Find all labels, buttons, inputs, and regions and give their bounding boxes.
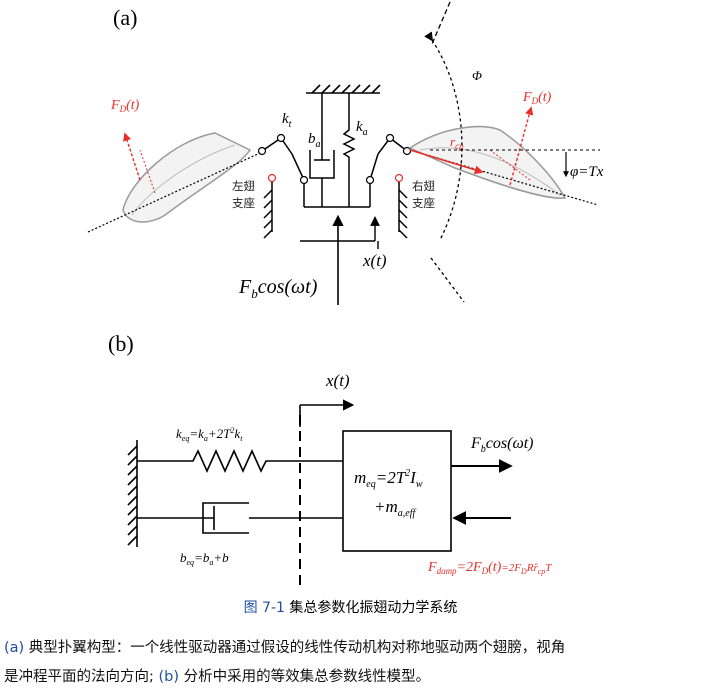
spring-ka bbox=[342, 93, 356, 207]
meq-label: meq=2T2Iw bbox=[354, 468, 423, 490]
fdamp-label: Fdamp=2FD(t)=2FDRr̂cpT bbox=[427, 560, 552, 576]
desc-b-text: 分析中采用的等效集总参数线性模型。 bbox=[179, 669, 431, 685]
xt-arrow-b bbox=[299, 399, 355, 427]
fd-right-label: FD(t) bbox=[522, 90, 552, 106]
caption-title: 集总参数化振翅动力学系统 bbox=[289, 600, 458, 616]
desc-a-text: 典型扑翼构型：一个线性驱动器通过假设的线性传动机构对称地驱动两个翅膀，视角 bbox=[24, 640, 566, 656]
wall bbox=[127, 440, 138, 547]
xt-label-b: x(t) bbox=[325, 371, 350, 390]
right-support-label: 右翅 支座 bbox=[412, 179, 439, 210]
ground-top bbox=[306, 84, 381, 94]
spring-keq bbox=[137, 449, 343, 473]
ma-label: +ma,eff bbox=[374, 497, 416, 519]
beq-label: beq=ba+b bbox=[180, 550, 229, 567]
ka-label: ka bbox=[356, 119, 368, 138]
xt-label-a: x(t) bbox=[362, 251, 387, 270]
force-label-a: Fbcos(ωt) bbox=[238, 276, 318, 301]
desc-b-label: (b) bbox=[158, 669, 180, 685]
panel-a: (a) ba ka bbox=[87, 1, 604, 305]
rcp-label: rcp bbox=[450, 134, 464, 151]
ba-label: ba bbox=[308, 131, 321, 150]
left-support-label: 左翅 支座 bbox=[232, 179, 259, 210]
right-support bbox=[398, 182, 408, 239]
panel-b-label: (b) bbox=[108, 331, 134, 356]
phi-eq-label: φ=Tx bbox=[570, 164, 604, 180]
panel-a-label: (a) bbox=[113, 5, 137, 30]
phi-label: Φ bbox=[472, 68, 482, 83]
fd-left-label: FD(t) bbox=[110, 98, 140, 114]
panel-b: (b) keq=ka+2T2kt beq=ba+b x(t) bbox=[108, 331, 552, 590]
mass-block bbox=[342, 430, 452, 552]
keq-label: keq=ka+2T2kt bbox=[176, 426, 243, 443]
figure-description: (a) 典型扑翼构型：一个线性驱动器通过假设的线性传动机构对称地驱动两个翅膀，视… bbox=[4, 634, 696, 692]
damper-beq bbox=[137, 502, 343, 534]
right-wing bbox=[408, 106, 600, 206]
force-label-b: Fbcos(ωt) bbox=[470, 435, 534, 455]
desc-line2-prefix: 是冲程平面的法向方向; bbox=[4, 669, 159, 685]
caption-number: 图 7-1 bbox=[243, 600, 285, 616]
left-support bbox=[263, 182, 273, 239]
kt-label: kt bbox=[282, 111, 292, 130]
figure-caption: 图 7-1 集总参数化振翅动力学系统 bbox=[0, 597, 701, 617]
left-wing bbox=[87, 132, 261, 233]
stroke-arc bbox=[424, 1, 465, 303]
damper-ba bbox=[309, 93, 335, 207]
xt-arrow-a bbox=[300, 216, 380, 249]
desc-a-label: (a) bbox=[4, 640, 25, 656]
joints bbox=[257, 133, 412, 185]
